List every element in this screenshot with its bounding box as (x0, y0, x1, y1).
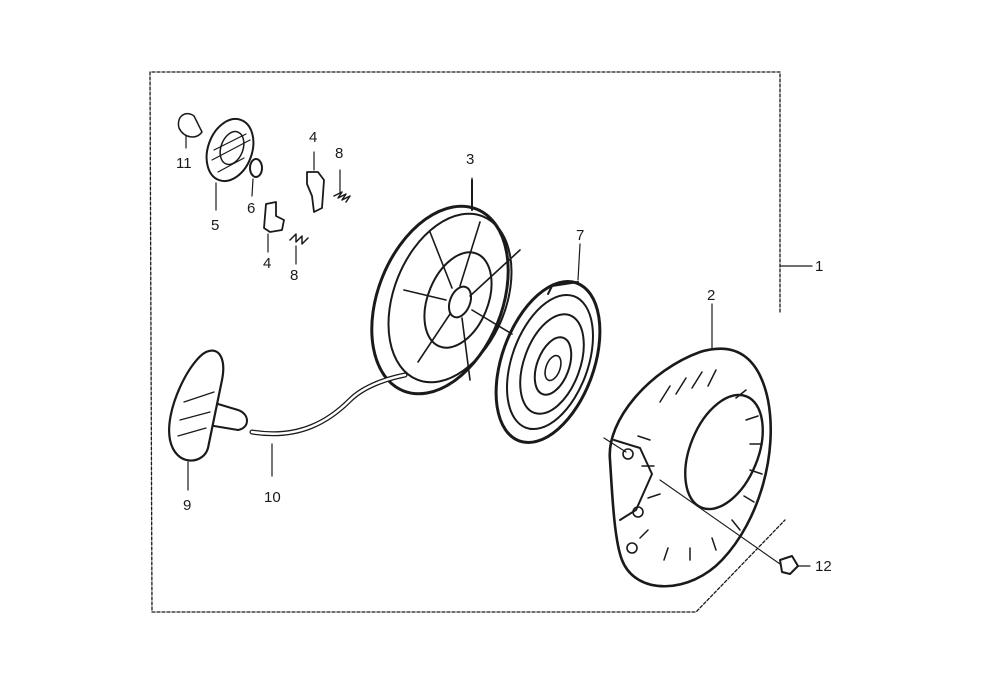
callout-8-upper: 8 (335, 145, 343, 162)
callout-4-upper: 4 (309, 129, 317, 146)
part-4-pawl-upper (306, 151, 325, 213)
part-12-bolt (779, 555, 811, 575)
callout-1: 1 (815, 258, 823, 275)
part-9-grip (168, 349, 248, 491)
callout-5: 5 (211, 217, 219, 234)
part-8-spring-upper (333, 169, 351, 203)
part-5-ratchet (205, 118, 255, 211)
callout-8-lower: 8 (290, 267, 298, 284)
part-8-spring-lower (289, 233, 309, 265)
assembly-frame (149, 71, 813, 613)
callout-labels: 1 2 3 4 4 5 6 7 8 8 9 10 11 12 (176, 129, 832, 575)
callout-6: 6 (247, 200, 255, 217)
callout-11: 11 (176, 155, 192, 172)
part-10-rope (249, 372, 408, 477)
part-3-reel (370, 177, 521, 396)
callout-2: 2 (707, 287, 715, 304)
callout-9: 9 (183, 497, 191, 514)
part-7-spring (494, 243, 602, 444)
part-2-case (603, 303, 781, 588)
callout-4-lower: 4 (263, 255, 271, 272)
callout-12: 12 (815, 558, 832, 575)
callout-10: 10 (264, 489, 281, 506)
callout-3: 3 (466, 151, 474, 168)
part-4-pawl-lower (263, 201, 285, 253)
part-11-pin (177, 112, 203, 149)
callout-7: 7 (576, 227, 584, 244)
part-6-washer (249, 158, 263, 197)
